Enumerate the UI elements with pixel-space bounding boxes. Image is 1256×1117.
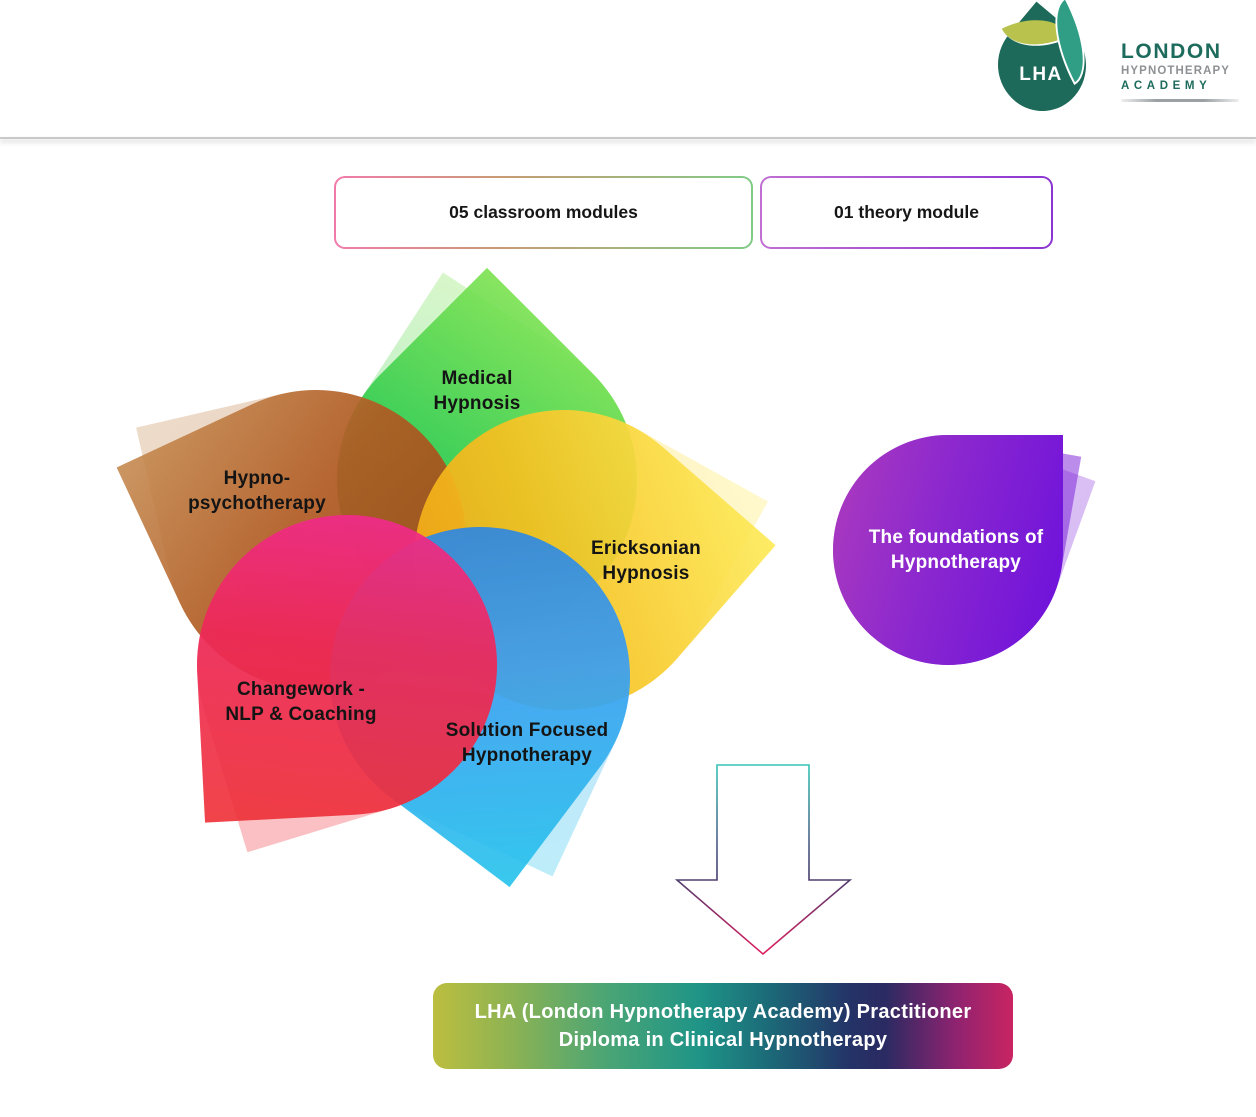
down-arrow-icon: [660, 752, 870, 967]
petal-label-foundations: The foundations of Hypnotherapy: [868, 527, 1044, 573]
theory-module-box: 01 theory module: [760, 176, 1053, 249]
petal-label-medical: Medical Hypnosis: [433, 368, 521, 414]
logo-word-london: LONDON: [1121, 40, 1222, 63]
petal-label-changework: Changework - NLP & Coaching: [225, 679, 377, 725]
logo-mark-icon: LHA: [978, 0, 1106, 129]
petal-label-hypno: Hypno- psychotherapy: [188, 468, 326, 514]
classroom-modules-box: 05 classroom modules: [334, 176, 753, 249]
logo-word-hypnotherapy: HYPNOTHERAPY: [1121, 65, 1231, 77]
header-divider: [0, 137, 1256, 139]
logo-underline: [1121, 99, 1239, 102]
theory-module-label: 01 theory module: [762, 178, 1051, 247]
diploma-banner-text: LHA (London Hypnotherapy Academy) Practi…: [474, 1001, 972, 1051]
petal-label-solution: Solution Focused Hypnotherapy: [445, 720, 609, 766]
logo-word-academy: ACADEMY: [1121, 80, 1212, 92]
logo-mark-text: LHA: [1019, 64, 1063, 85]
petal-foundations: [833, 435, 1063, 665]
classroom-modules-label: 05 classroom modules: [336, 178, 751, 247]
petal-label-ericksonian: Ericksonian Hypnosis: [591, 538, 701, 584]
diploma-banner: LHA (London Hypnotherapy Academy) Practi…: [433, 983, 1013, 1069]
logo: LHA LONDON HYPNOTHERAPY ACADEMY: [978, 0, 1245, 129]
logo-wordmark: LONDON HYPNOTHERAPY ACADEMY: [1121, 40, 1245, 102]
